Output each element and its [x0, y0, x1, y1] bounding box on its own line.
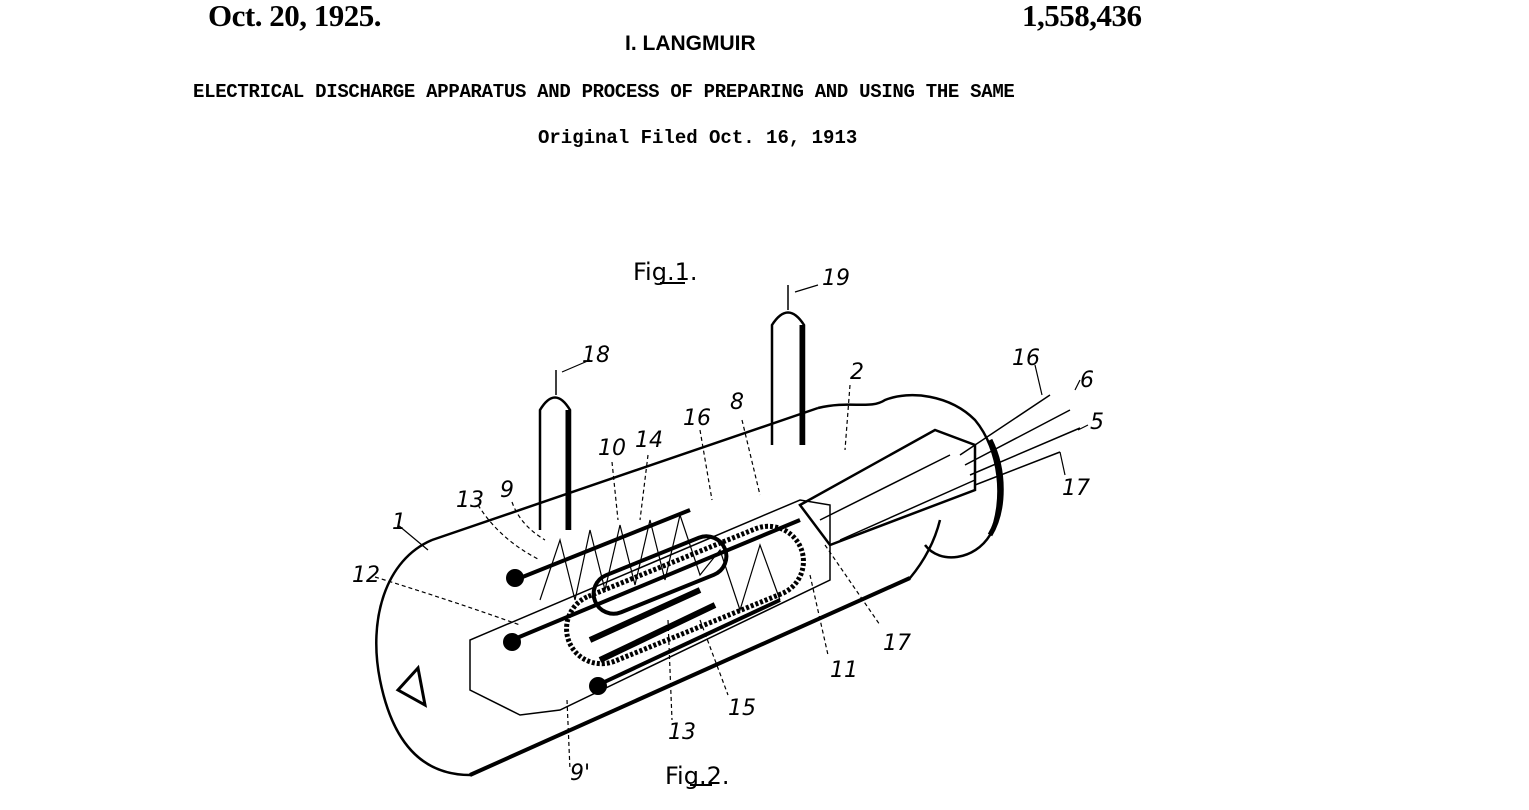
ref-label-13-top: 13 — [456, 490, 484, 512]
ref-label-10: 10 — [598, 438, 626, 460]
inner-frame — [470, 500, 830, 715]
ref-label-17: 17 — [883, 633, 911, 655]
ref-label-13-bottom: 13 — [668, 722, 696, 744]
ref-label-8: 8 — [730, 392, 744, 414]
ref-label-11: 11 — [830, 660, 858, 682]
ref-label-18: 18 — [582, 345, 610, 367]
ref-label-2: 2 — [850, 362, 864, 384]
seal-tip — [398, 668, 425, 705]
ref-label-9-prime: 9' — [570, 763, 590, 785]
figure-2-label: Fig.2. — [665, 762, 730, 790]
support-rod-middle — [512, 520, 800, 640]
stem-press — [800, 430, 975, 545]
ref-label-12: 12 — [352, 565, 380, 587]
tube-envelope — [376, 408, 940, 775]
ref-label-6: 6 — [1080, 370, 1094, 392]
ref-label-9: 9 — [500, 480, 514, 502]
support-rod-bottom — [598, 600, 780, 685]
ref-label-5: 5 — [1090, 412, 1104, 434]
ref-label-1: 1 — [392, 512, 406, 534]
lead-wires — [960, 395, 1080, 485]
ref-label-17-lead: 17 — [1062, 478, 1090, 500]
ref-label-19: 19 — [822, 268, 850, 290]
ref-label-16: 16 — [683, 408, 711, 430]
ref-label-15: 15 — [728, 698, 756, 720]
figure-1-label: Fig.1. — [633, 258, 698, 286]
ref-label-14: 14 — [635, 430, 663, 452]
ref-label-16-lead: 16 — [1012, 348, 1040, 370]
side-tube-19 — [772, 313, 804, 446]
